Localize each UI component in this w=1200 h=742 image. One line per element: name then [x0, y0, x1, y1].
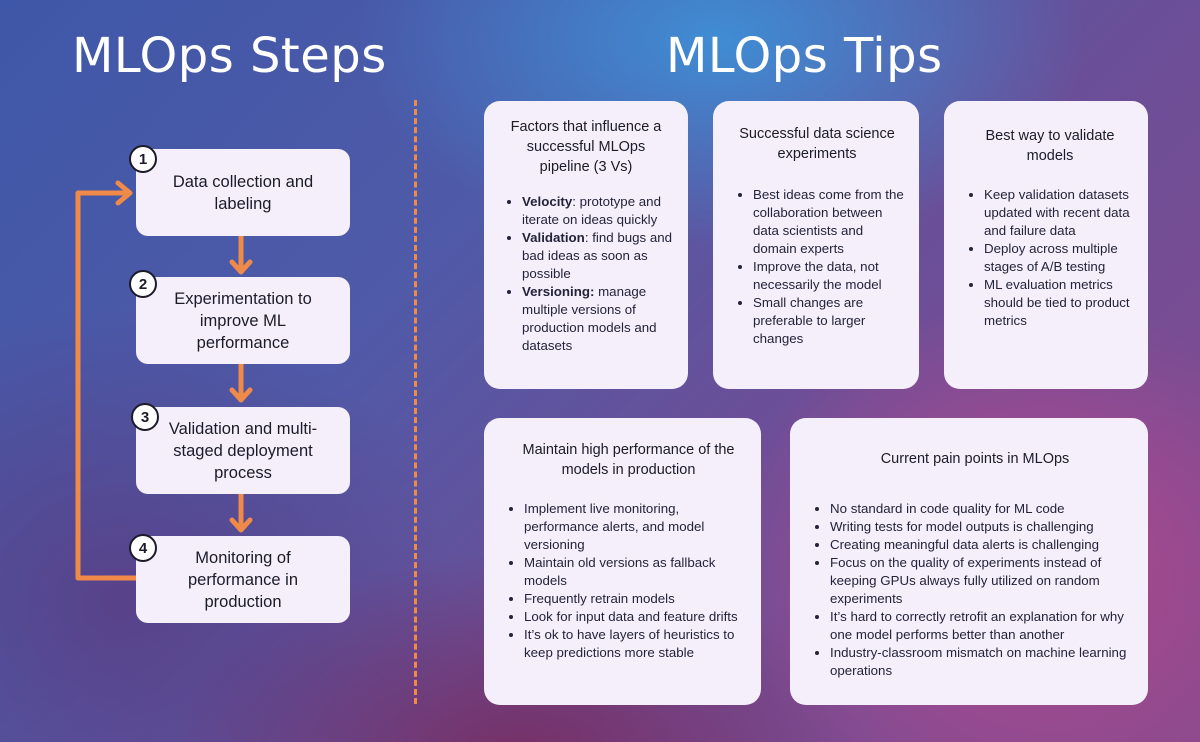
step-2-label: Experimentation to improve ML performanc…: [174, 289, 312, 352]
card-pain-points: Current pain points in MLOps No standard…: [790, 418, 1148, 705]
card-validate-list: Keep validation datasets updated with re…: [966, 186, 1134, 330]
list-item: Versioning: manage multiple versions of …: [522, 283, 674, 355]
card-factors-list: Velocity: prototype and iterate on ideas…: [504, 193, 674, 355]
list-item: Small changes are preferable to larger c…: [753, 294, 905, 348]
card-validate-title: Best way to validate models: [985, 128, 1115, 164]
card-performance-list: Implement live monitoring, performance a…: [506, 500, 747, 662]
loop-back-arrow: [75, 190, 139, 581]
step-3-badge: 3: [131, 403, 159, 431]
list-item: Maintain old versions as fallback models: [524, 554, 747, 590]
list-item: Velocity: prototype and iterate on ideas…: [522, 193, 674, 229]
list-item: Implement live monitoring, performance a…: [524, 500, 747, 554]
card-performance-title: Maintain high performance of the models …: [522, 442, 735, 478]
list-item: It’s ok to have layers of heuristics to …: [524, 626, 747, 662]
step-4-badge: 4: [129, 534, 157, 562]
step-1-label: Data collection and labeling: [172, 172, 314, 213]
list-item: No standard in code quality for ML code: [830, 500, 1138, 518]
left-title: MLOps Steps: [72, 28, 387, 84]
list-item: Validation: find bugs and bad ideas as s…: [522, 229, 674, 283]
card-experiments: Successful data science experiments Best…: [713, 101, 919, 389]
list-item: Best ideas come from the collaboration b…: [753, 186, 905, 258]
loop-back-arrowhead: [115, 180, 133, 206]
step-4-label: Monitoring of performance in production: [187, 548, 299, 611]
right-title: MLOps Tips: [666, 28, 943, 84]
card-pain-points-list: No standard in code quality for ML code …: [812, 500, 1138, 680]
list-item: Focus on the quality of experiments inst…: [830, 554, 1138, 608]
step-1-badge: 1: [129, 145, 157, 173]
card-factors-title: Factors that influence a successful MLOp…: [510, 119, 662, 175]
list-item: Frequently retrain models: [524, 590, 747, 608]
step-3-box: Validation and multi-staged deployment p…: [136, 407, 350, 494]
list-item: Writing tests for model outputs is chall…: [830, 518, 1138, 536]
step-1-box: Data collection and labeling: [136, 149, 350, 236]
step-3-label: Validation and multi-staged deployment p…: [168, 419, 318, 482]
step-2-badge: 2: [129, 270, 157, 298]
list-item: Improve the data, not necessarily the mo…: [753, 258, 905, 294]
card-validate: Best way to validate models Keep validat…: [944, 101, 1148, 389]
card-performance: Maintain high performance of the models …: [484, 418, 761, 705]
list-item: Industry-classroom mismatch on machine l…: [830, 644, 1138, 680]
card-experiments-title: Successful data science experiments: [739, 126, 895, 162]
card-pain-points-title: Current pain points in MLOps: [880, 451, 1070, 467]
card-experiments-list: Best ideas come from the collaboration b…: [735, 186, 905, 348]
step-2-box: Experimentation to improve ML performanc…: [136, 277, 350, 364]
list-item: Look for input data and feature drifts: [524, 608, 747, 626]
list-item: ML evaluation metrics should be tied to …: [984, 276, 1134, 330]
list-item: Deploy across multiple stages of A/B tes…: [984, 240, 1134, 276]
step-4-box: Monitoring of performance in production: [136, 536, 350, 623]
card-factors: Factors that influence a successful MLOp…: [484, 101, 688, 389]
list-item: It’s hard to correctly retrofit an expla…: [830, 608, 1138, 644]
list-item: Creating meaningful data alerts is chall…: [830, 536, 1138, 554]
section-divider: [414, 100, 417, 704]
list-item: Keep validation datasets updated with re…: [984, 186, 1134, 240]
